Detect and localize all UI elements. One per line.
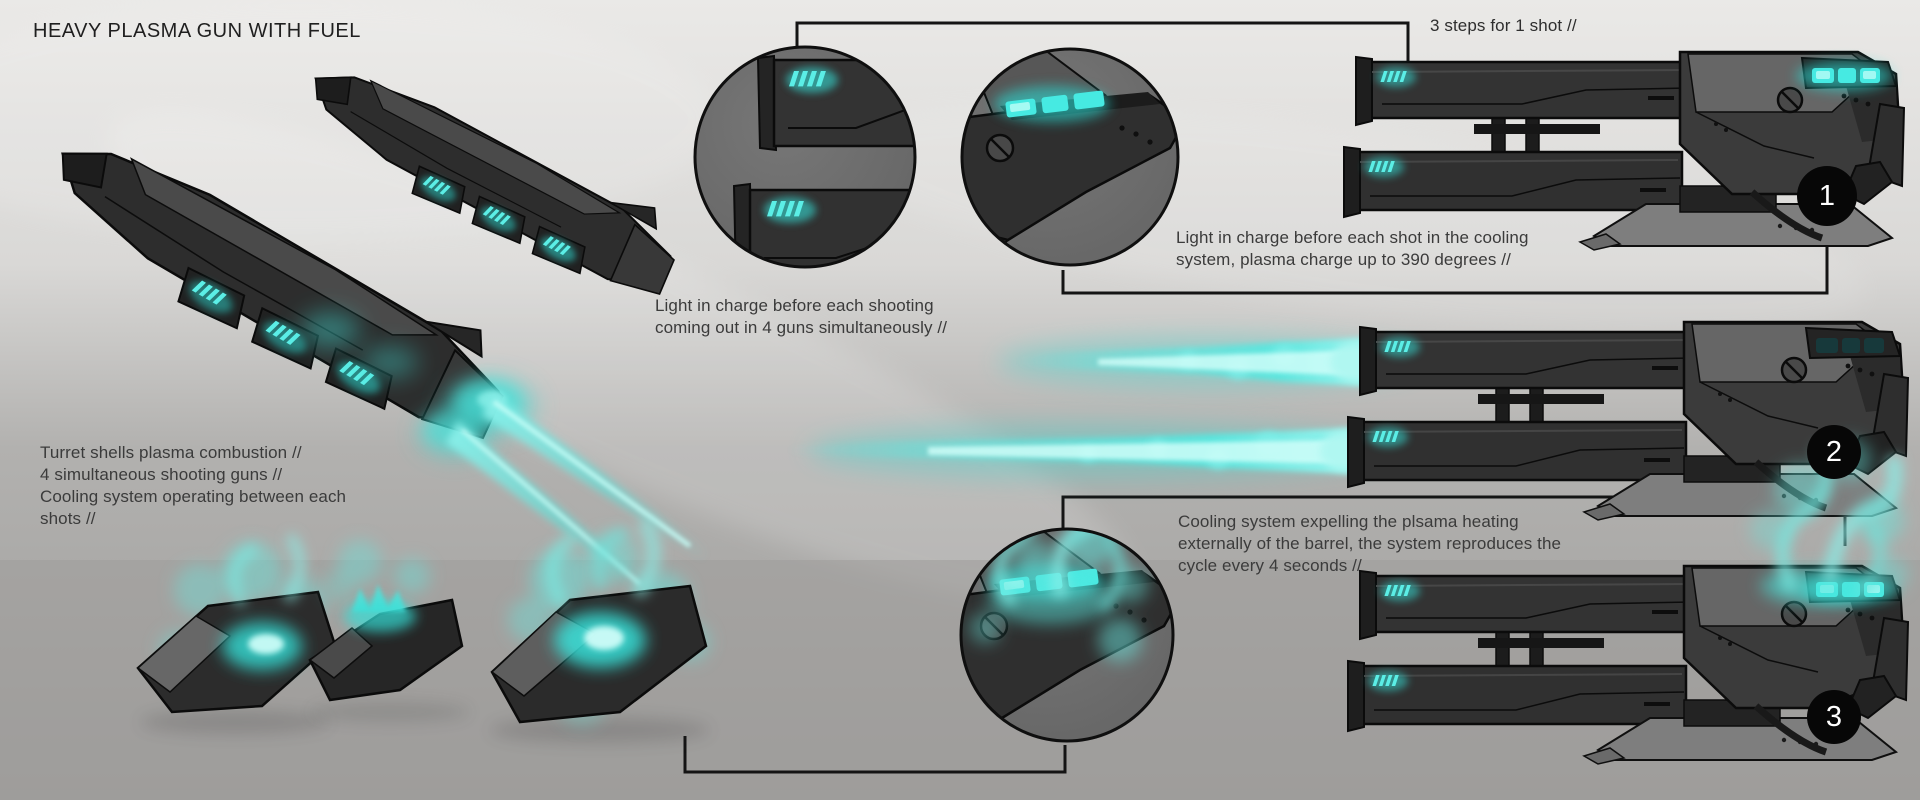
page-title: HEAVY PLASMA GUN WITH FUEL (33, 20, 361, 42)
burning-gun-2 (308, 540, 464, 702)
detail-circle-cooling (959, 527, 1175, 743)
plasma-beams (788, 336, 1418, 479)
burning-gun-1 (136, 534, 336, 714)
step-badge-2: 2 (1807, 425, 1861, 479)
gun-step-2 (788, 322, 1908, 520)
gun-step-3 (1348, 438, 1908, 764)
cooling-cycle-note: Cooling system expelling the plsama heat… (1178, 512, 1562, 576)
burning-gun-3 (490, 519, 710, 726)
shot-charge-note: Light in charge before each shot in the … (1176, 228, 1529, 270)
step-badge-1: 1 (1797, 166, 1857, 226)
turret-specs-note: Turret shells plasma combustion // 4 sim… (40, 443, 347, 529)
multi-charge-note: Light in charge before each shooting com… (655, 296, 948, 338)
detail-circle-charge (960, 47, 1180, 267)
burning-guns (136, 519, 710, 743)
step-badge-3: 3 (1807, 690, 1861, 744)
steps-label: 3 steps for 1 shot // (1430, 16, 1577, 35)
cooling-smoke (1750, 438, 1908, 604)
